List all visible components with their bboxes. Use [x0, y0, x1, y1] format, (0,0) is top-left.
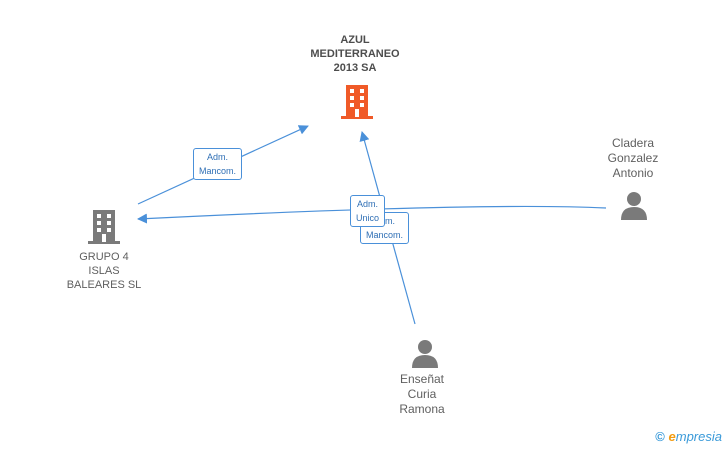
node-ensenat-line-2: Curia [407, 387, 437, 401]
node-grupo4-line-1: GRUPO 4 [79, 251, 129, 263]
edge-label-line-1: Adm. [207, 152, 229, 162]
node-cladera-line-1: Cladera [611, 136, 655, 150]
node-ensenat-line-3: Ramona [399, 402, 445, 416]
edge-label-line-1: Adm. [357, 199, 379, 209]
node-azul-line-1: AZUL [340, 34, 370, 46]
node-azul-line-2: MEDITERRANEO [310, 48, 400, 60]
edge-label-line-2: Unico [356, 213, 380, 223]
node-azul-mediterraneo-label[interactable]: AZUL MEDITERRANEO 2013 SA [300, 33, 410, 75]
empresia-logo[interactable]: © empresia [655, 429, 722, 444]
building-icon[interactable] [88, 210, 120, 244]
brand-initial: e [668, 429, 676, 444]
node-cladera-label[interactable]: Cladera Gonzalez Antonio [583, 136, 683, 181]
node-cladera-line-2: Gonzalez [607, 151, 659, 165]
edge-label-ensenat-to-azul[interactable]: Adm. Unico [350, 195, 386, 227]
node-grupo4-label[interactable]: GRUPO 4 ISLAS BALEARES SL [54, 250, 154, 292]
node-cladera-line-3: Antonio [612, 166, 654, 180]
node-ensenat-label[interactable]: Enseñat Curia Ramona [372, 372, 472, 417]
copyright-symbol: © [655, 429, 665, 444]
node-ensenat-line-1: Enseñat [399, 372, 445, 386]
edge-label-grupo4-to-azul[interactable]: Adm. Mancom. [193, 148, 243, 180]
edge-cladera-to-grupo4 [137, 205, 607, 224]
node-grupo4-line-2: ISLAS [88, 265, 120, 277]
node-azul-line-3: 2013 SA [333, 62, 377, 74]
person-icon[interactable] [619, 190, 649, 220]
node-grupo4-line-3: BALEARES SL [66, 279, 142, 291]
edge-label-line-2: Mancom. [199, 166, 237, 176]
edge-label-line-2: Mancom. [366, 230, 404, 240]
person-icon[interactable] [410, 338, 440, 368]
brand-name: mpresia [675, 429, 722, 444]
building-icon[interactable] [341, 85, 373, 119]
